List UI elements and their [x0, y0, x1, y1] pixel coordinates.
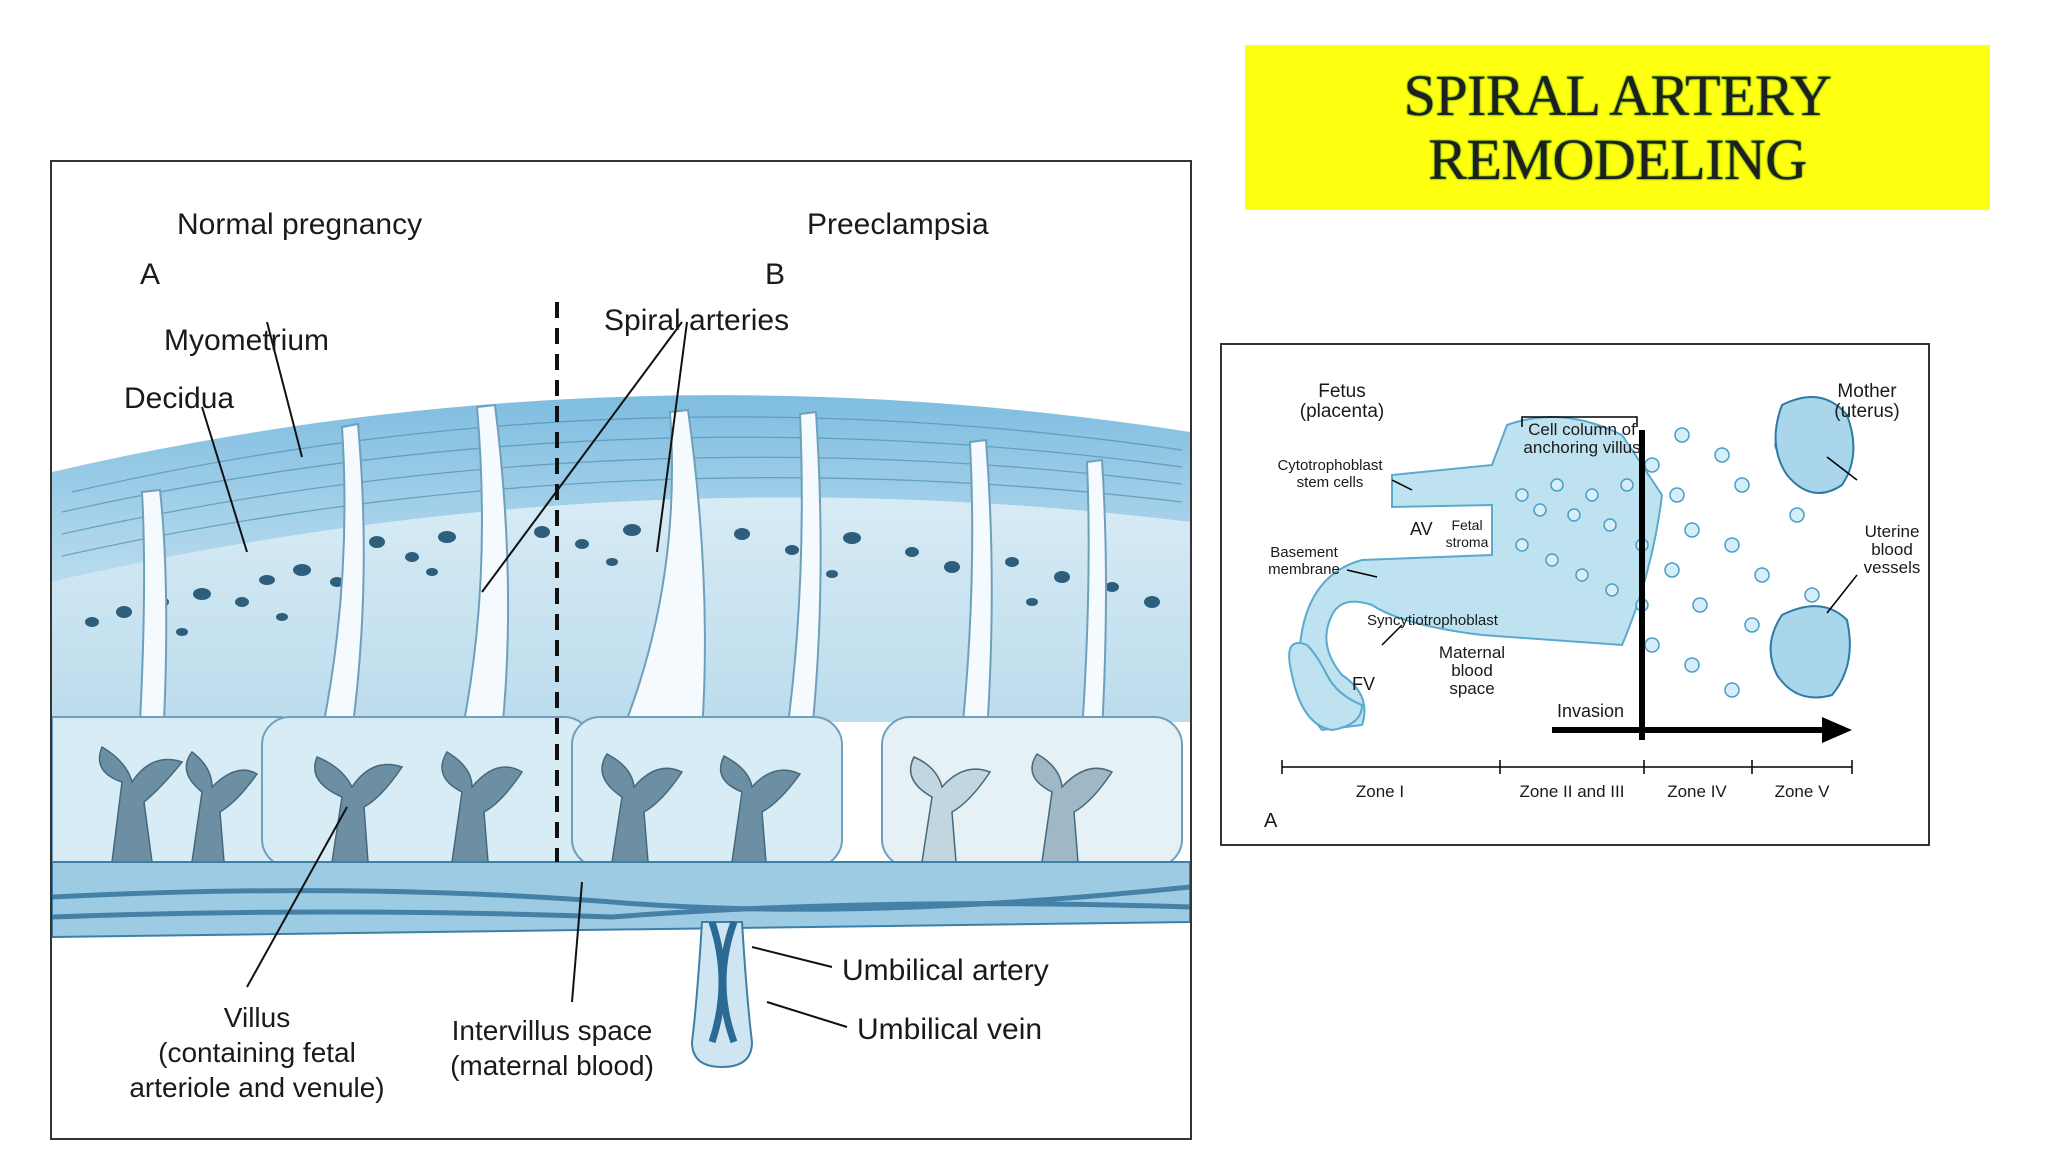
label-intervillus-1: Intervillus space — [452, 1015, 653, 1046]
label-basement-1: Basement — [1270, 544, 1338, 561]
leader-lines — [201, 321, 848, 1028]
placenta-diagram: Normal pregnancy A Preeclampsia B Myomet… — [51, 208, 1191, 1103]
label-maternal-blood-1: Maternal — [1439, 643, 1505, 662]
label-zone-1: Zone I — [1356, 782, 1404, 801]
label-fetus-2: (placenta) — [1300, 401, 1385, 422]
chorionic-vessels — [51, 884, 1191, 920]
label-normal-pregnancy: Normal pregnancy — [177, 208, 422, 241]
label-syncytiotrophoblast: Syncytiotrophoblast — [1367, 612, 1499, 629]
label-umbilical-vein: Umbilical vein — [857, 1013, 1042, 1046]
label-myometrium: Myometrium — [164, 324, 329, 357]
label-cell-column-1: Cell column of — [1528, 420, 1636, 439]
label-letter-a: A — [140, 258, 160, 291]
invading-cells — [1515, 427, 1830, 698]
label-fv: FV — [1352, 674, 1375, 694]
label-basement-2: membrane — [1268, 561, 1340, 578]
label-letter-b: B — [765, 258, 785, 291]
label-intervillus-2: (maternal blood) — [450, 1050, 654, 1081]
label-villus-2: (containing fetal — [158, 1037, 356, 1068]
placenta-diagram-panel: Normal pregnancy A Preeclampsia B Myomet… — [50, 160, 1192, 1140]
title-banner: SPIRAL ARTERY REMODELING — [1245, 45, 1990, 210]
label-fetal-stroma-1: Fetal — [1451, 517, 1482, 533]
invasion-diagram: Fetus (placenta) Mother (uterus) Cell co… — [1264, 381, 1921, 832]
label-cell-column-2: anchoring villus — [1523, 438, 1640, 457]
label-uterine-2: blood — [1871, 540, 1913, 559]
label-decidua: Decidua — [124, 382, 234, 415]
zone-axis-ticks — [1281, 760, 1853, 774]
label-zone-3: Zone IV — [1667, 782, 1727, 801]
label-zone-2: Zone II and III — [1520, 782, 1625, 801]
label-fetal-stroma-2: stroma — [1446, 534, 1489, 550]
uterine-vessel-clusters — [1769, 396, 1855, 699]
title-line-2: REMODELING — [1428, 126, 1807, 192]
label-umbilical-artery: Umbilical artery — [842, 954, 1049, 987]
label-preeclampsia: Preeclampsia — [807, 208, 989, 241]
label-villus-3: arteriole and venule) — [129, 1072, 384, 1103]
label-invasion: Invasion — [1557, 701, 1624, 721]
floating-villus-shape — [1288, 642, 1364, 732]
right-leader-lines — [1346, 416, 1858, 646]
label-maternal-blood-2: blood — [1451, 661, 1493, 680]
label-mother-2: (uterus) — [1834, 401, 1899, 422]
label-uterine-1: Uterine — [1865, 522, 1920, 541]
label-cytotrophoblast-1: Cytotrophoblast — [1277, 457, 1383, 474]
label-mother-1: Mother — [1837, 381, 1897, 402]
spiral-arteries — [138, 403, 1107, 733]
label-letter-a-right: A — [1264, 810, 1278, 832]
title-line-1: SPIRAL ARTERY — [1403, 62, 1832, 128]
label-villus-1: Villus — [224, 1002, 290, 1033]
invasion-diagram-panel: Fetus (placenta) Mother (uterus) Cell co… — [1220, 343, 1930, 846]
label-cytotrophoblast-2: stem cells — [1297, 474, 1364, 491]
label-zone-4: Zone V — [1775, 782, 1830, 801]
label-uterine-3: vessels — [1864, 558, 1921, 577]
label-spiral-arteries: Spiral arteries — [604, 304, 789, 337]
label-av: AV — [1410, 519, 1433, 539]
villus-trees — [98, 745, 1114, 863]
invasion-arrow-head — [1822, 717, 1852, 743]
umbilical-vessels — [708, 920, 738, 1044]
label-maternal-blood-3: space — [1449, 679, 1494, 698]
label-fetus-1: Fetus — [1318, 381, 1366, 402]
